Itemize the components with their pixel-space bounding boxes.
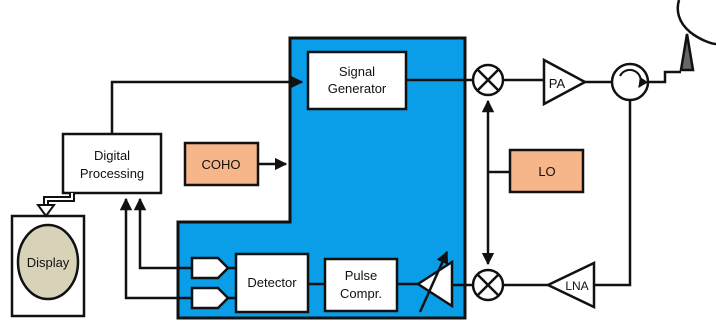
processing-to-display-arrow [36, 193, 75, 218]
svg-text:Signal: Signal [339, 64, 375, 79]
mixer-icon [471, 63, 505, 97]
svg-text:Processing: Processing [80, 166, 144, 181]
mixer-icon [471, 268, 505, 302]
svg-text:Pulse: Pulse [345, 268, 378, 283]
coho-label: COHO [202, 157, 241, 172]
svg-text:Compr.: Compr. [340, 286, 382, 301]
antenna-icon [676, 0, 716, 72]
detector-block: Detector [234, 252, 310, 314]
digital-processing-label-line1: Digital [94, 148, 130, 163]
adc-icon [190, 286, 230, 310]
lna-amplifier: LNA [545, 261, 596, 309]
pa-label: PA [549, 76, 566, 91]
display-screen-icon [16, 223, 80, 301]
lna-label: LNA [565, 279, 588, 293]
svg-text:Generator: Generator [328, 81, 387, 96]
pulse-compr-label-line1: Pulse [345, 268, 378, 283]
adc-icon [190, 256, 230, 280]
circulator-icon [610, 62, 650, 102]
detector-label: Detector [247, 275, 297, 290]
lo-label: LO [538, 164, 555, 179]
signal-connections [110, 70, 681, 300]
pa-amplifier: PA [542, 57, 588, 107]
display-label: Display [27, 255, 70, 270]
pulse-compr-label-line2: Compr. [340, 286, 382, 301]
digital-processing-label-line2: Processing [80, 166, 144, 181]
signal-generator-label-line1: Signal [339, 64, 375, 79]
signal-generator-label-line2: Generator [328, 81, 387, 96]
display-block: Display [10, 214, 86, 318]
pulse-compression-block: Pulse Compr. [323, 257, 399, 313]
lo-block: LO [508, 148, 585, 194]
digital-processing-block: Digital Processing [61, 132, 163, 195]
svg-text:Digital: Digital [94, 148, 130, 163]
signal-generator-block: Signal Generator [306, 50, 408, 111]
coho-block: COHO [183, 141, 260, 187]
